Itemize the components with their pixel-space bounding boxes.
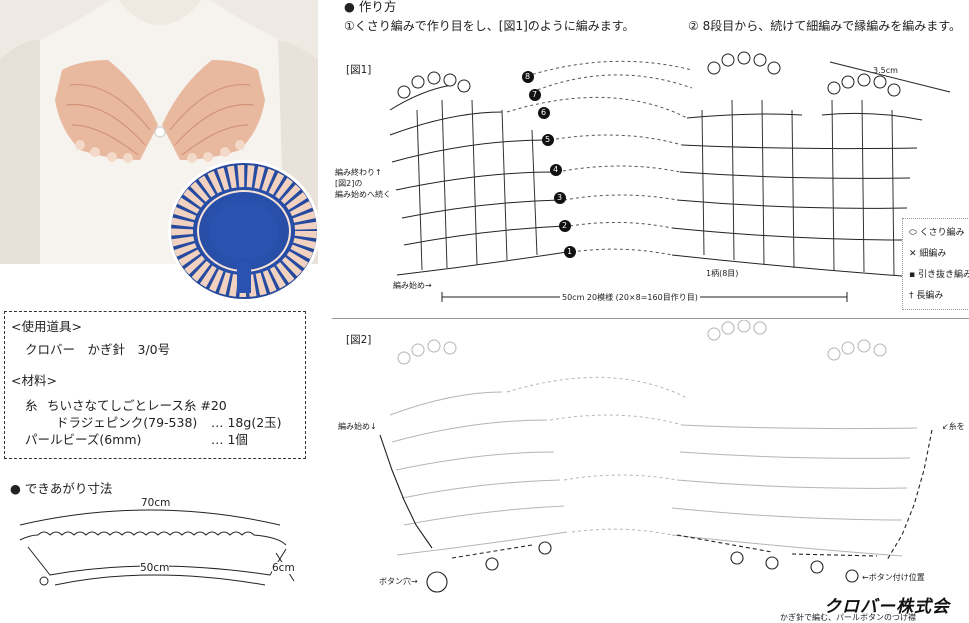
finished-depth: 6cm bbox=[272, 562, 295, 574]
tools-hook: クロバー かぎ針 3/0号 bbox=[25, 342, 171, 357]
tools-heading: <使用道具> bbox=[11, 319, 82, 334]
finished-inner: 50cm bbox=[140, 562, 170, 574]
chain-icon: ⬭ bbox=[909, 228, 917, 238]
legend-slip: ▪ 引き抜き編み bbox=[909, 270, 969, 280]
fig1-crochet-chart bbox=[389, 51, 951, 302]
fig2-button-hole: ボタン穴→ bbox=[379, 577, 418, 586]
fig1-row-6: 6 bbox=[541, 108, 547, 117]
fig1-row-3: 3 bbox=[557, 193, 563, 202]
fig1-row-5: 5 bbox=[545, 135, 551, 144]
fig1-end-note-1: 編み終わり↑ bbox=[335, 168, 382, 177]
finished-outer: 70cm bbox=[141, 497, 171, 509]
fig1-row-4: 4 bbox=[553, 165, 559, 174]
fig1-width-note: 3.5cm bbox=[873, 66, 898, 75]
beads-amount: … 1個 bbox=[211, 432, 248, 447]
company-name: クロバー株式会 bbox=[824, 597, 950, 617]
legend-treble: † 長編み bbox=[909, 291, 944, 301]
instructions-step1: ①くさり編みで作り目をし、[図1]のように編みます。 bbox=[344, 19, 635, 33]
fig1-label: [図1] bbox=[346, 64, 372, 76]
yarn-color: ドラジェピンク(79-538) bbox=[56, 415, 198, 430]
treble-crochet-icon: † bbox=[909, 291, 914, 301]
yarn-amount: … 18g(2玉) bbox=[211, 415, 282, 430]
slip-stitch-icon: ▪ bbox=[909, 270, 916, 280]
fig1-row-2: 2 bbox=[562, 221, 568, 230]
figure-divider bbox=[332, 318, 969, 319]
footer-sub: かぎ針で編む、パールボタンのつけ襟 bbox=[780, 613, 916, 622]
collar-flat-photo bbox=[168, 160, 320, 302]
finished-size-diagram bbox=[19, 509, 295, 586]
yarn-name: ちいさなてしごとレース糸 #20 bbox=[47, 398, 227, 413]
fig1-pattern-note: 1柄(8目) bbox=[706, 268, 739, 279]
fig1-row-7: 7 bbox=[532, 90, 538, 99]
legend-chain: ⬭ くさり編み bbox=[909, 228, 965, 238]
legend-single: ✕ 細編み bbox=[909, 249, 947, 259]
stitch-legend: ⬭ くさり編み ✕ 細編み ▪ 引き抜き編み † 長編み bbox=[902, 218, 969, 310]
collar-photo bbox=[0, 0, 318, 264]
fig2-thread-note: ↙糸を bbox=[942, 422, 965, 431]
fig2-crochet-chart bbox=[379, 320, 933, 593]
instructions-step2: ② 8段目から、続けて細編みで縁編みを編みます。 bbox=[688, 19, 962, 33]
fig2-button-pos: ←ボタン付け位置 bbox=[862, 573, 925, 582]
fig1-end-note-2: [図2]の bbox=[335, 179, 363, 188]
instructions-heading: ● 作り方 bbox=[344, 0, 397, 14]
fig2-label: [図2] bbox=[346, 334, 372, 346]
fig1-row-8: 8 bbox=[525, 72, 531, 81]
beads-label: パールビーズ(6mm) bbox=[25, 432, 142, 447]
single-crochet-icon: ✕ bbox=[909, 249, 917, 259]
fig1-end-note-3: 編み始めへ続く bbox=[335, 190, 391, 199]
fig1-row-1: 1 bbox=[567, 247, 573, 256]
materials-heading: <材料> bbox=[11, 373, 57, 388]
yarn-label: 糸 bbox=[25, 398, 38, 413]
fig2-start-note: 編み始め↓ bbox=[338, 422, 377, 431]
fig1-base-note: 50cm 20模様 (20×8=160目作り目) bbox=[560, 292, 700, 303]
fig1-start-note: 編み始め→ bbox=[393, 281, 432, 290]
materials-box: <使用道具> クロバー かぎ針 3/0号 <材料> 糸 ちいさなてしごとレース糸… bbox=[4, 311, 306, 459]
finished-heading: ● できあがり寸法 bbox=[10, 481, 113, 496]
